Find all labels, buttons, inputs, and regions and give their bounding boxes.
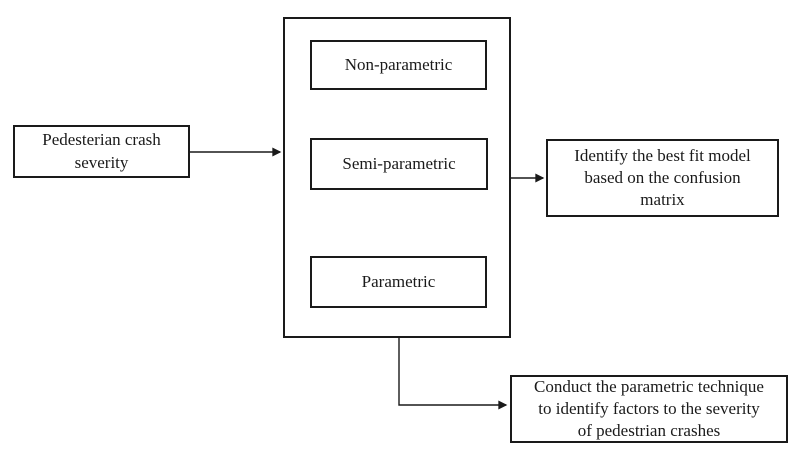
parametric-box: Parametric (310, 256, 487, 308)
semi-parametric-box: Semi-parametric (310, 138, 488, 190)
non-parametric-box: Non-parametric (310, 40, 487, 90)
pedestrian-crash-severity-box: Pedesterian crash severity (13, 125, 190, 178)
conduct-parametric-technique-box: Conduct the parametric technique to iden… (510, 375, 788, 443)
identify-best-fit-model-box: Identify the best fit model based on the… (546, 139, 779, 217)
